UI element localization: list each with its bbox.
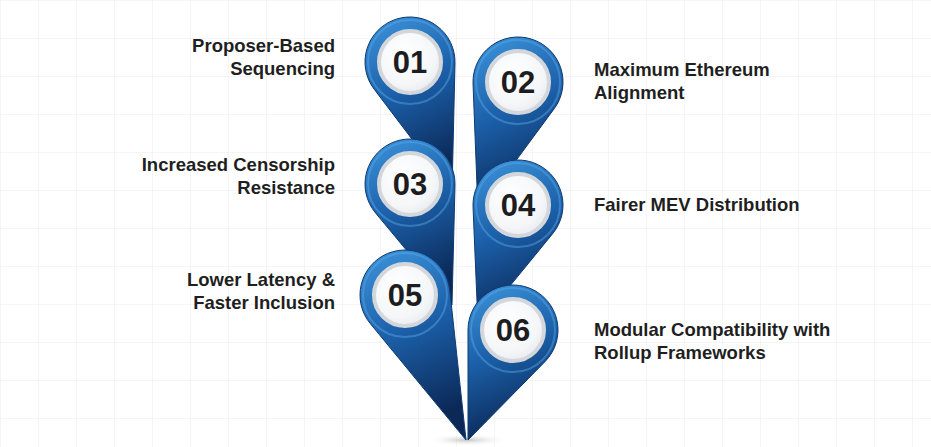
number-circle: 06Modular Compatibility with Rollup Fram… [480, 297, 546, 363]
step-label: Maximum Ethereum Alignment [594, 59, 839, 104]
step-number: 05 [388, 280, 422, 311]
step-number: 01 [393, 47, 427, 78]
step-label: Lower Latency & Faster Inclusion [140, 269, 335, 314]
pin-ring [476, 163, 560, 247]
step-label: Increased Censorship Resistance [85, 154, 335, 199]
pin-group [360, 17, 563, 440]
number-circle: 01Proposer-Based Sequencing [377, 29, 443, 95]
number-circle: 02Maximum Ethereum Alignment [485, 49, 551, 115]
step-number: 03 [393, 169, 427, 200]
pin-ring [471, 288, 555, 372]
pin-ring [368, 142, 452, 226]
number-circle: 04Fairer MEV Distribution [485, 172, 551, 238]
step-number: 06 [496, 315, 530, 346]
pin-ring [363, 253, 447, 337]
pin-marker [360, 250, 466, 440]
number-circle: 03Increased Censorship Resistance [377, 151, 443, 217]
step-number: 04 [501, 190, 535, 221]
number-circle: 05Lower Latency & Faster Inclusion [372, 262, 438, 328]
step-label: Fairer MEV Distribution [594, 194, 879, 217]
pin-ring [368, 20, 452, 104]
step-label: Modular Compatibility with Rollup Framew… [594, 319, 874, 364]
step-number: 02 [501, 67, 535, 98]
pin-shadow [427, 434, 507, 446]
pin-ring [476, 40, 560, 124]
pin-marker [468, 285, 558, 440]
step-label: Proposer-Based Sequencing [145, 35, 335, 80]
